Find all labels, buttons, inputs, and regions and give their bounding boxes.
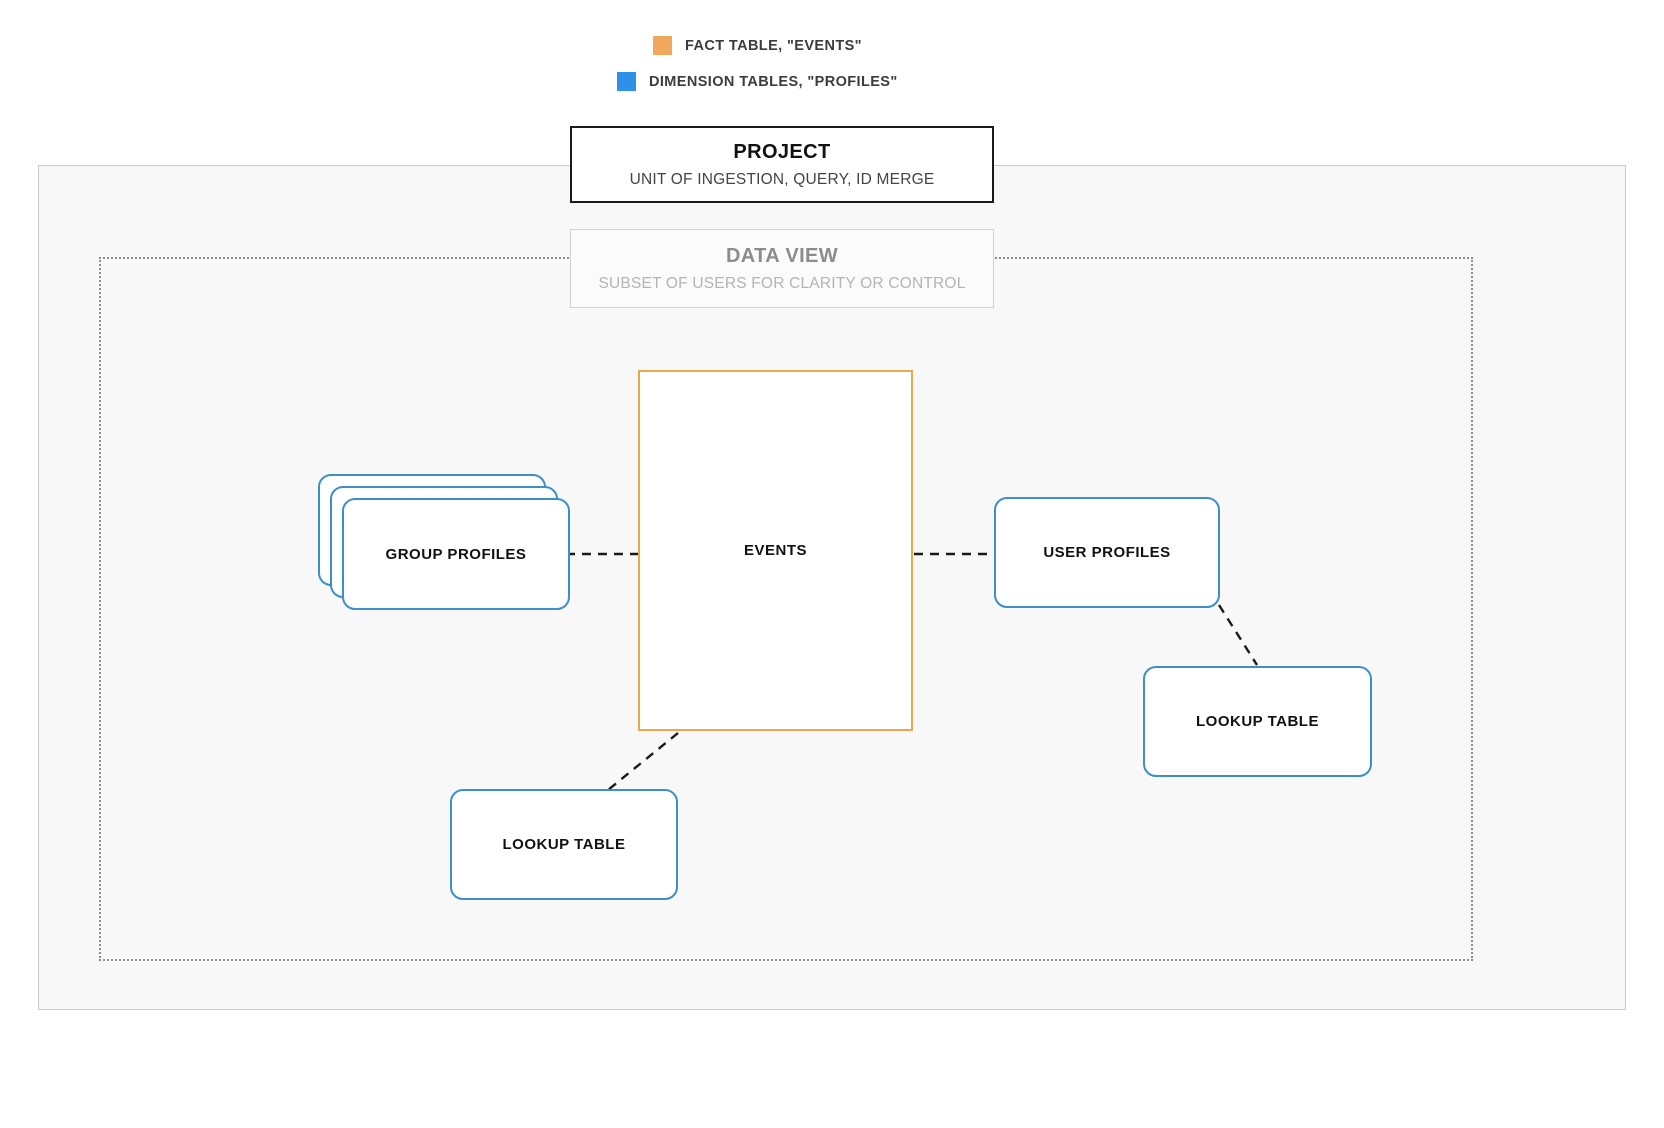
legend-label-fact-table: FACT TABLE, "EVENTS" xyxy=(685,37,862,54)
node-lookup-table-left-label: LOOKUP TABLE xyxy=(502,836,626,853)
legend-item-dimension-tables: DIMENSION TABLES, "PROFILES" xyxy=(617,72,898,91)
node-group-profiles-label: GROUP PROFILES xyxy=(385,545,527,563)
orange-square-swatch xyxy=(653,36,672,55)
node-lookup-table-right[interactable]: LOOKUP TABLE xyxy=(1143,666,1372,777)
node-user-profiles-label: USER PROFILES xyxy=(1043,544,1171,561)
node-user-profiles[interactable]: USER PROFILES xyxy=(994,497,1220,608)
group-profiles-stack-card-front[interactable]: GROUP PROFILES xyxy=(342,498,570,610)
data-view-header-box[interactable]: DATA VIEW SUBSET OF USERS FOR CLARITY OR… xyxy=(570,229,994,308)
data-view-title: DATA VIEW xyxy=(725,244,839,267)
blue-square-swatch xyxy=(617,72,636,91)
project-subtitle: UNIT OF INGESTION, QUERY, ID MERGE xyxy=(629,170,935,188)
node-events-label: EVENTS xyxy=(743,542,807,559)
data-view-subtitle: SUBSET OF USERS FOR CLARITY OR CONTROL xyxy=(598,274,966,292)
project-title: PROJECT xyxy=(733,140,831,163)
node-lookup-table-right-label: LOOKUP TABLE xyxy=(1196,713,1319,730)
node-group-profiles[interactable]: GROUP PROFILES xyxy=(318,474,570,610)
legend-item-fact-table: FACT TABLE, "EVENTS" xyxy=(653,36,862,55)
project-header-box[interactable]: PROJECT UNIT OF INGESTION, QUERY, ID MER… xyxy=(570,126,994,203)
node-lookup-table-left[interactable]: LOOKUP TABLE xyxy=(450,789,678,900)
node-events[interactable]: EVENTS xyxy=(638,370,913,731)
legend-label-dimension-tables: DIMENSION TABLES, "PROFILES" xyxy=(649,73,898,90)
